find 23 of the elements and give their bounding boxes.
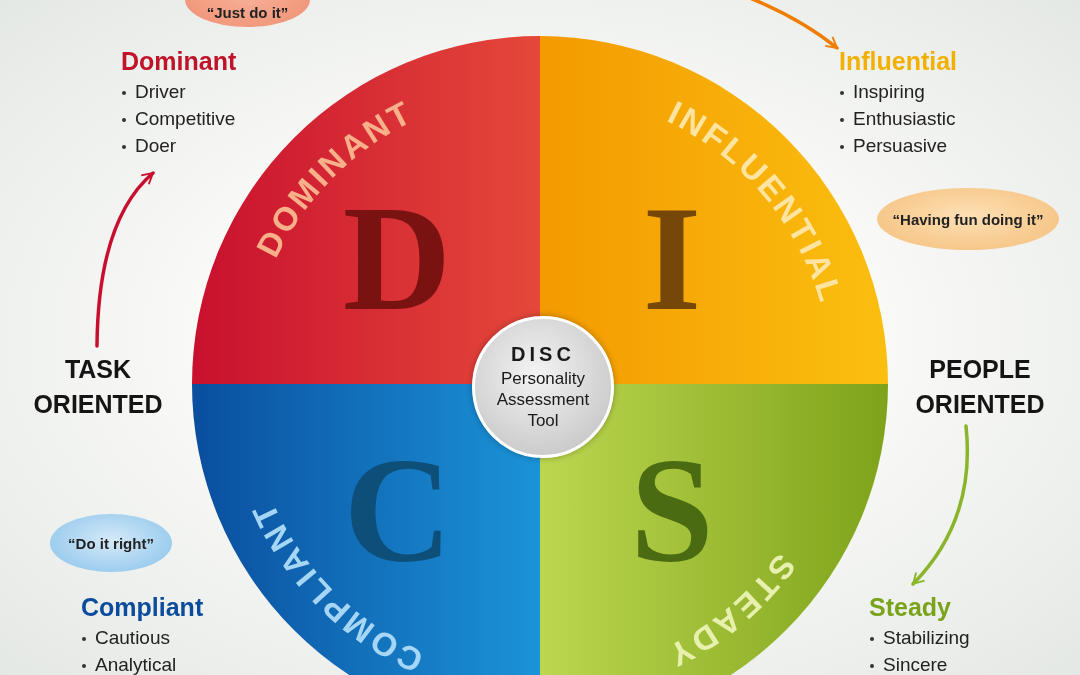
center-title: DISC: [511, 343, 575, 366]
trait-heading: Steady: [869, 592, 952, 623]
trait-item: Enthusiastic: [839, 105, 958, 132]
trait-item: Doer: [121, 132, 237, 159]
trait-heading: Compliant: [81, 592, 204, 623]
center-subtitle: Personality Assessment Tool: [495, 368, 591, 431]
trait-item: Persuasive: [839, 132, 958, 159]
trait-heading: Influential: [839, 46, 958, 77]
trait-item: Cautious: [81, 624, 204, 651]
trait-item: Sincere: [869, 651, 970, 675]
trait-item: Driver: [121, 78, 237, 105]
axis-label: PEOPLE ORIENTED: [902, 352, 1058, 422]
trait-item: Inspiring: [839, 78, 958, 105]
quote-text: “Do it right”: [68, 534, 154, 552]
trait-heading: Dominant: [121, 46, 237, 77]
quote-text: “Having fun doing it”: [892, 210, 1044, 228]
trait-item: Competitive: [121, 105, 237, 132]
quote-text: “Just do it”: [206, 4, 289, 21]
axis-label: TASK ORIENTED: [20, 352, 176, 422]
trait-item: Stabilizing: [869, 624, 970, 651]
curved-arrow: [95, 171, 155, 348]
trait-item: Analytical: [81, 651, 204, 675]
curved-arrow: [911, 424, 970, 586]
